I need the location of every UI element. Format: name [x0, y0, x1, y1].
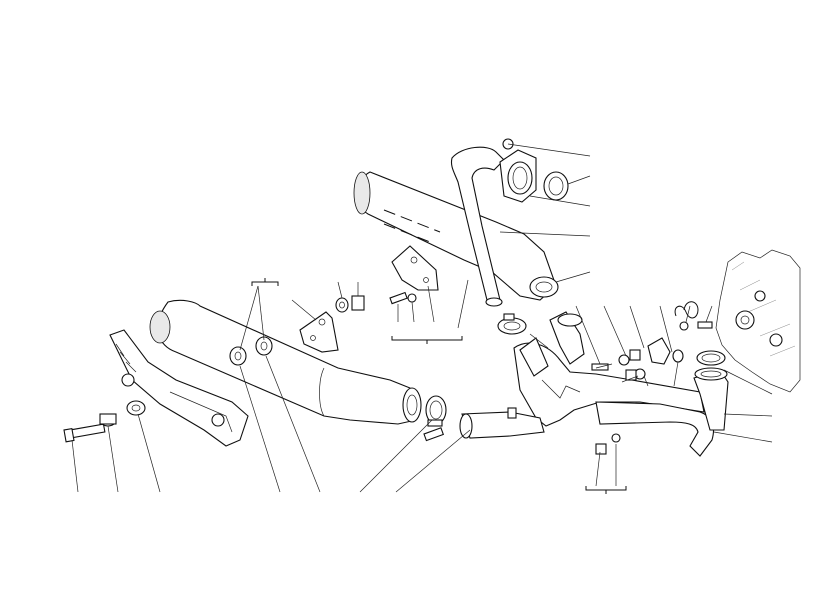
upper-clamp: [497, 313, 527, 335]
spring-clip: [674, 301, 699, 319]
rear-head-gasket: [696, 350, 726, 366]
upper-muffler: [353, 171, 559, 301]
lower-clamp: [425, 395, 447, 427]
upper-muffler-bracket: [391, 245, 439, 291]
group-brackets: [251, 278, 627, 494]
header-pipe-upper: [450, 146, 505, 307]
head-flange: [499, 138, 537, 203]
footrest-bracket: [109, 329, 249, 447]
lower-muffler-bracket: [299, 311, 339, 353]
hardware: [63, 291, 713, 455]
leader-lines: [71, 143, 773, 493]
flange-gasket: [543, 171, 569, 201]
lower-muffler: [149, 299, 422, 425]
header-pipe-rear: [595, 367, 729, 457]
engine-casing: [715, 249, 801, 393]
y-collector-pipe: [459, 311, 705, 439]
